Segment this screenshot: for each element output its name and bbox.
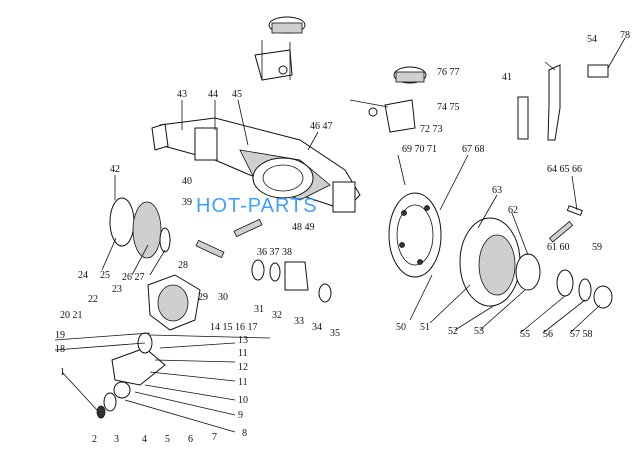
callout-55: 55: [520, 329, 530, 340]
callout-60-61: 61 60: [547, 242, 570, 253]
callout-78: 78: [620, 30, 630, 41]
callout-57-58: 57 58: [570, 329, 593, 340]
callout-29: 29: [198, 292, 208, 303]
callout-2: 2: [92, 434, 97, 445]
callout-64-66: 64 65 66: [547, 164, 582, 175]
callout-6: 6: [188, 434, 193, 445]
callout-28: 28: [178, 260, 188, 271]
callout-11-lower: 11: [238, 377, 248, 388]
callout-3: 3: [114, 434, 119, 445]
callout-74-75: 74 75: [437, 102, 460, 113]
callout-52: 52: [448, 326, 458, 337]
callout-54: 54: [587, 34, 597, 45]
callout-14-17: 14 15 16 17: [210, 322, 258, 333]
callout-labels: 1 2 3 4 5 6 7 8 9 10 11 12 11 13 14 15 1…: [55, 30, 630, 445]
differential-assembly: [96, 197, 332, 419]
callout-63: 63: [492, 185, 502, 196]
callout-26-27: 26 27: [122, 272, 145, 283]
callout-10: 10: [238, 395, 248, 406]
upper-bracket-left: [254, 16, 306, 81]
callout-56: 56: [543, 329, 553, 340]
watermark-text: HOT-PARTS: [196, 195, 318, 217]
brake-assembly: [388, 192, 613, 309]
callout-72-73: 72 73: [420, 124, 443, 135]
callout-32: 32: [272, 310, 282, 321]
callout-7: 7: [212, 432, 217, 443]
callout-1: 1: [60, 367, 65, 378]
axle-housing: [151, 117, 361, 213]
callout-12: 12: [238, 362, 248, 373]
callout-22: 22: [88, 294, 98, 305]
callout-24: 24: [78, 270, 88, 281]
callout-11-upper: 11: [238, 348, 248, 359]
callout-42: 42: [110, 164, 120, 175]
callout-8: 8: [242, 428, 247, 439]
callout-34: 34: [312, 322, 322, 333]
callout-20-21: 20 21: [60, 310, 83, 321]
callout-76-77: 76 77: [437, 67, 460, 78]
callout-4: 4: [142, 434, 147, 445]
callout-48-49: 48 49: [292, 222, 315, 233]
leader-lines: [54, 37, 626, 433]
callout-59: 59: [592, 242, 602, 253]
callout-13: 13: [238, 335, 248, 346]
shaft-parts: [517, 64, 609, 216]
callout-33: 33: [294, 316, 304, 327]
callout-9: 9: [238, 410, 243, 421]
callout-18: 18: [55, 344, 65, 355]
callout-43: 43: [177, 89, 187, 100]
callout-45: 45: [232, 89, 242, 100]
callout-35: 35: [330, 328, 340, 339]
callout-23: 23: [112, 284, 122, 295]
callout-36-38: 36 37 38: [257, 247, 292, 258]
callout-44: 44: [208, 89, 218, 100]
callout-62: 62: [508, 205, 518, 216]
callout-50: 50: [396, 322, 406, 333]
callout-30: 30: [218, 292, 228, 303]
upper-bracket-right: [349, 66, 427, 133]
callout-41: 41: [502, 72, 512, 83]
callout-5: 5: [165, 434, 170, 445]
callout-19: 19: [55, 330, 65, 341]
callout-25: 25: [100, 270, 110, 281]
callout-31: 31: [254, 304, 264, 315]
callout-51: 51: [420, 322, 430, 333]
callout-39: 39: [182, 197, 192, 208]
callout-53: 53: [474, 326, 484, 337]
callout-69-71: 69 70 71: [402, 144, 437, 155]
callout-67-68: 67 68: [462, 144, 485, 155]
callout-46-47: 46 47: [310, 121, 333, 132]
callout-40: 40: [182, 176, 192, 187]
